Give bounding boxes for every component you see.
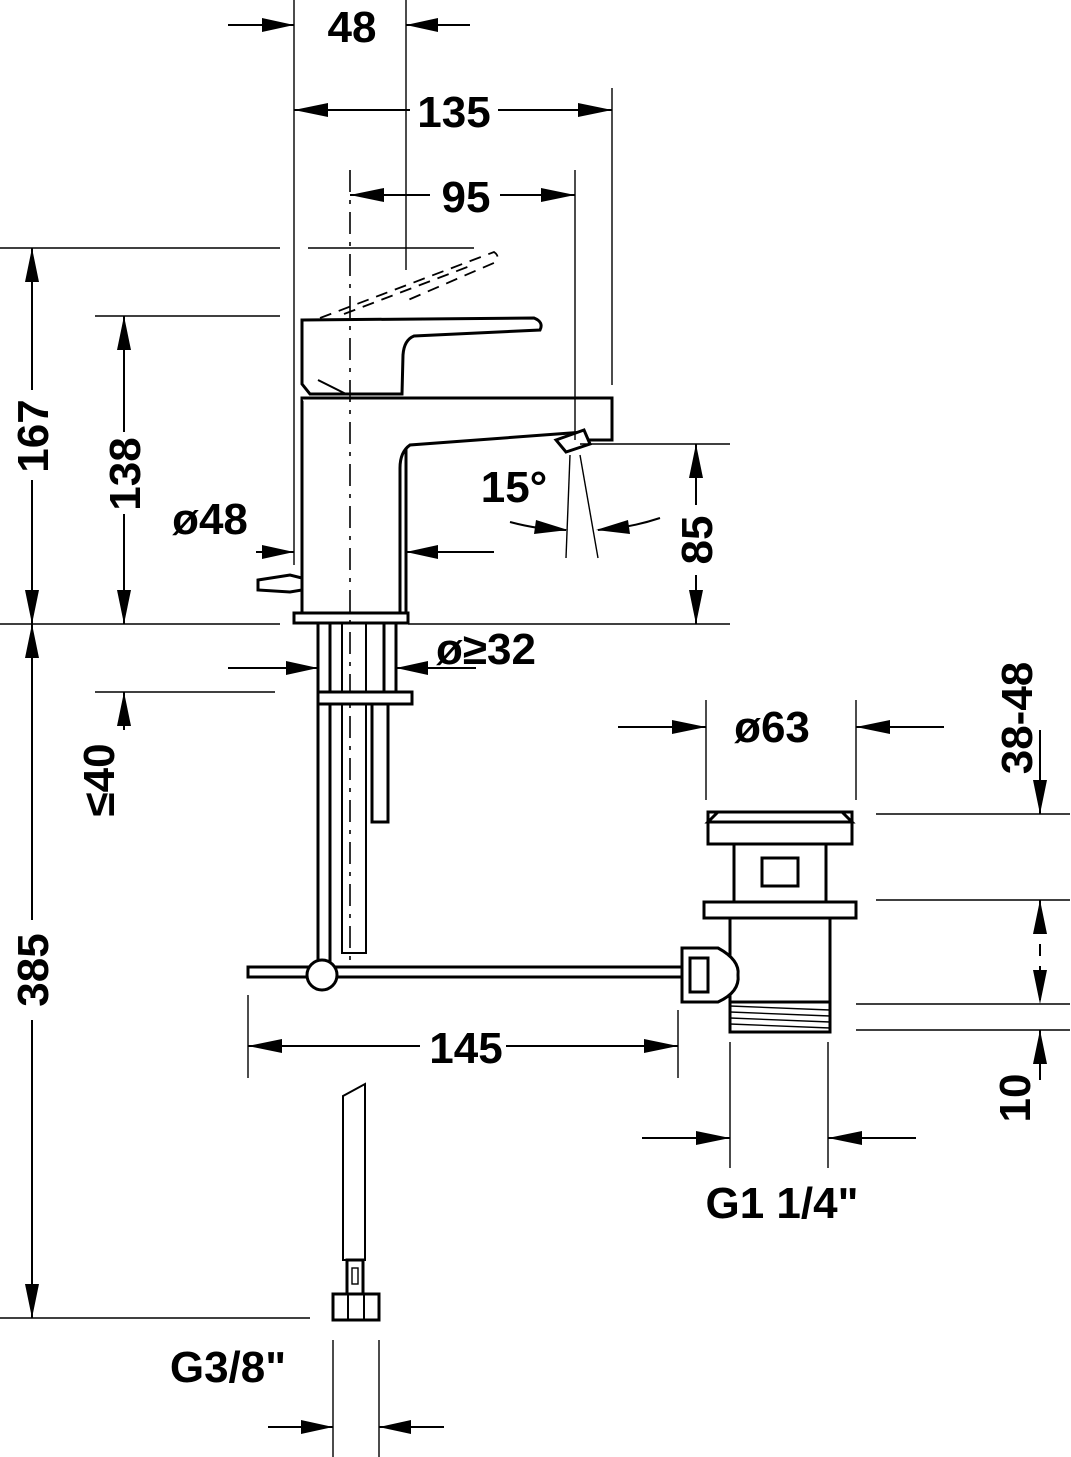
dim-g1-1-4: G1 1/4": [706, 1179, 859, 1228]
faucet-lever: [300, 250, 543, 396]
dim-385: 385: [9, 933, 58, 1006]
dim-145: 145: [429, 1024, 502, 1073]
dim-40: ≤40: [75, 743, 124, 816]
dim-10: 10: [991, 1074, 1040, 1123]
dim-95: 95: [442, 173, 491, 222]
dim-167: 167: [9, 399, 58, 472]
dimension-labels: 48 135 95 167 138 ø48 15° 85 ø≥32 ≤40 ø6…: [9, 3, 1042, 1392]
dim-138: 138: [101, 437, 150, 510]
dim-dia-63: ø63: [734, 703, 810, 752]
dim-48-top: 48: [328, 3, 377, 52]
dim-dia-48: ø48: [172, 495, 248, 544]
dim-15-deg: 15°: [481, 463, 548, 512]
supply-hoses: [316, 621, 414, 1322]
dim-85: 85: [673, 516, 722, 565]
dimension-lines: [25, 18, 1047, 1434]
popup-rod: [246, 958, 690, 992]
waste-valve: [680, 810, 858, 1034]
dim-135: 135: [417, 88, 490, 137]
faucet-body: [256, 396, 614, 625]
dim-38-48: 38-48: [993, 662, 1042, 775]
dim-g3-8: G3/8": [170, 1343, 286, 1392]
dim-dia-32: ø≥32: [436, 625, 536, 674]
